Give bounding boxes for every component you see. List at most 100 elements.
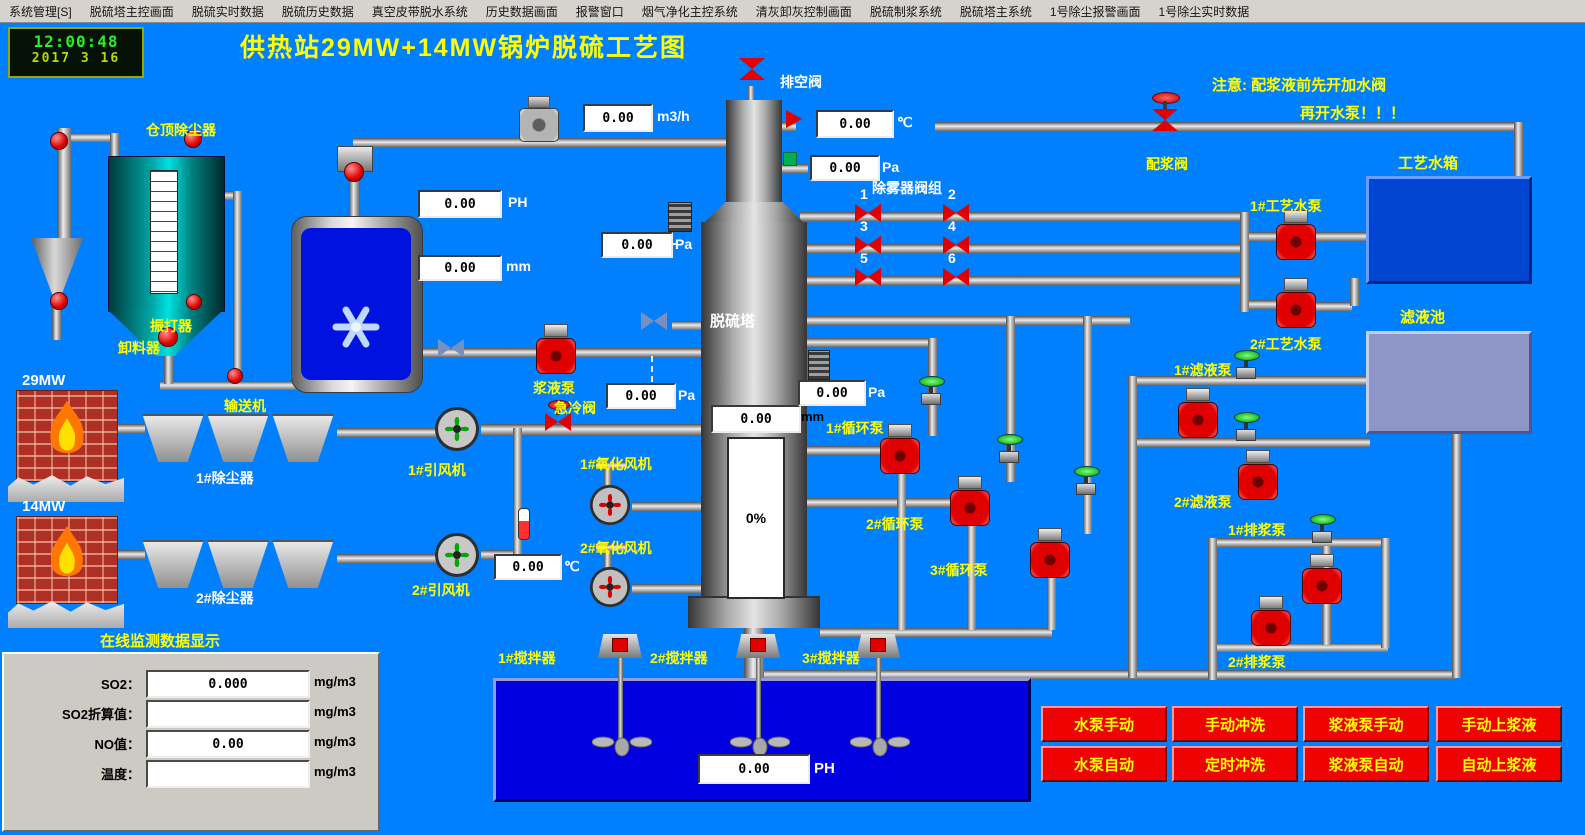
water-pump-1[interactable] [1276,210,1316,260]
menu-history-screen[interactable]: 历史数据画面 [485,4,558,19]
valve-num-1: 1 [860,186,868,202]
oxidation-fan2-icon[interactable] [589,566,631,608]
valve-num-6: 6 [948,250,956,266]
water-tank-label: 工艺水箱 [1398,155,1459,172]
demister-valve-3[interactable] [855,236,881,254]
display-mm-tower: 0.00 [711,405,801,433]
demister-valve-1[interactable] [855,204,881,222]
tower-inlet-valve-icon[interactable] [641,312,667,330]
induced-fan1-icon[interactable] [434,406,480,452]
btn-pump-manual[interactable]: 水泵手动 [1041,706,1167,742]
demister-valve-2[interactable] [943,204,969,222]
water-pump-2[interactable] [1276,278,1316,328]
monitor-row-label: SO2折算值： [61,707,140,722]
circ1-valve-icon[interactable] [919,376,945,405]
clock-date: 2017 3 16 [31,51,121,66]
menu-tower-main[interactable]: 脱硫塔主控画面 [89,4,174,19]
filtrate-pump-1[interactable] [1178,388,1218,438]
menu-dust1-alarm[interactable]: 1号除尘报警画面 [1049,4,1141,19]
oxidation-fan1-icon[interactable] [589,484,631,526]
menu-realtime-data[interactable]: 脱硫实时数据 [191,4,264,19]
monitor-title: 在线监测数据显示 [100,633,221,650]
pipe-segment [113,550,145,559]
boiler-29mw-label: 29MW [22,372,66,389]
menu-gas-purify[interactable]: 烟气净化主控系统 [641,4,738,19]
feed-pump-icon[interactable] [519,96,559,142]
drain-pump-2[interactable] [1251,596,1291,646]
agit3-label: 3#搅拌器 [802,650,860,666]
btn-slurrypump-manual[interactable]: 浆液泵手动 [1303,706,1429,742]
pipe-segment [1249,300,1277,309]
demister-valve-5[interactable] [855,268,881,286]
vibrator-label: 振打器 [150,318,192,334]
pipe-segment [1208,643,1388,652]
btn-slurrypump-auto[interactable]: 浆液泵自动 [1303,746,1429,782]
display-temp-fan: 0.00 [494,554,562,580]
pipe-segment [1208,538,1388,547]
filtrate2-valve-icon[interactable] [1234,412,1260,441]
discharger-label: 卸料器 [118,340,160,356]
menu-vacuum-belt[interactable]: 真空皮带脱水系统 [371,4,468,19]
circ-pump-1[interactable] [880,424,920,474]
btn-pump-auto[interactable]: 水泵自动 [1041,746,1167,782]
mix-outlet-valve-icon[interactable] [438,339,464,357]
menu-ash-control[interactable]: 清灰卸灰控制画面 [755,4,852,19]
monitor-temp-value [146,760,310,788]
slurry-pump-label: 浆液泵 [533,380,575,396]
flow-unit: m3/h [657,108,690,124]
fan2-label: 2#引风机 [412,582,470,598]
menu-slurry-system[interactable]: 脱硫制浆系统 [869,4,942,19]
silo-duster-label: 仓顶除尘器 [146,122,216,138]
hopper [31,238,83,296]
pipe-segment [353,138,728,147]
menu-history-data[interactable]: 脱硫历史数据 [281,4,354,19]
pipe-segment [110,133,119,163]
agitator-shaft-2 [756,658,761,744]
filtrate-pump-2[interactable] [1238,450,1278,500]
demister-valve-4[interactable] [943,236,969,254]
agit2-label: 2#搅拌器 [650,650,708,666]
btn-auto-feed[interactable]: 自动上浆液 [1436,746,1562,782]
dust-collector-2c [272,540,334,588]
btn-timed-flush[interactable]: 定时冲洗 [1172,746,1298,782]
temp-sensor-icon [786,110,802,128]
slurry-pump[interactable] [536,324,576,374]
btn-manual-flush[interactable]: 手动冲洗 [1172,706,1298,742]
btn-manual-feed[interactable]: 手动上浆液 [1436,706,1562,742]
circ2-label: 2#循环泵 [866,516,924,532]
drain1-valve-icon[interactable] [1310,514,1336,543]
agitator-motor-1[interactable] [598,634,642,658]
display-ph-pool: 0.00 [698,754,810,784]
menu-tower-system[interactable]: 脱硫塔主系统 [959,4,1032,19]
quench-valve-icon[interactable] [545,413,571,431]
circ-pump-2[interactable] [950,476,990,526]
pa-tower-unit: Pa [868,384,886,400]
tower-level-gauge: 0% [727,437,785,599]
circ-pump-3[interactable] [1030,528,1070,578]
pipe-segment [337,428,437,437]
agitator-motor-2[interactable] [736,634,780,658]
dust-collector-1c [272,414,334,462]
mm-tower-unit: mm [801,409,825,424]
demister-valve-6[interactable] [943,268,969,286]
pipe-segment [160,381,304,390]
indicator-light [344,162,364,182]
agitator-motor-3[interactable] [856,634,900,658]
prep-valve-icon[interactable] [1152,109,1178,131]
pa-low-unit: Pa [678,387,696,403]
vent-valve-icon[interactable] [739,58,765,80]
mm-mix-unit: mm [506,258,531,274]
menu-dust1-realtime[interactable]: 1号除尘实时数据 [1158,4,1250,19]
induced-fan2-icon[interactable] [434,532,480,578]
menu-system-manage[interactable]: 系统管理[S] [9,4,72,19]
circ2-valve-icon[interactable] [997,434,1023,463]
display-ph-mix: 0.00 [418,190,502,218]
drain-pump2-label: 2#排浆泵 [1228,654,1286,670]
filtrate1-valve-icon[interactable] [1234,350,1260,379]
drain-pump-1[interactable] [1302,554,1342,604]
menu-alarm-window[interactable]: 报警窗口 [575,4,624,19]
circ3-valve-icon[interactable] [1074,466,1100,495]
prep-valve-label: 配浆阀 [1146,156,1188,172]
process-water-tank [1366,176,1532,284]
dust-collector-1a [142,414,204,462]
